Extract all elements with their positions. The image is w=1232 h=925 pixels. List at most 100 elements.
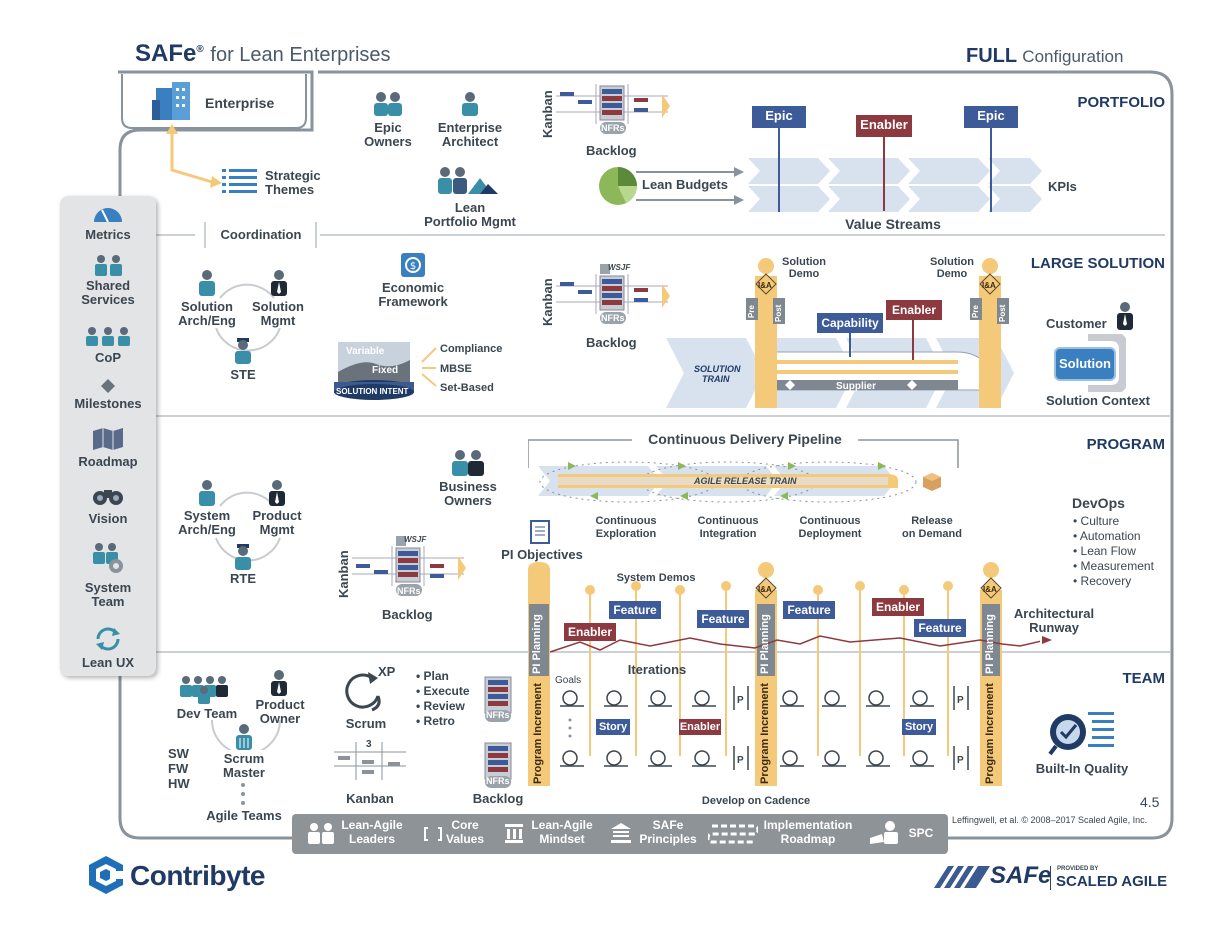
roadmap-icon (708, 824, 758, 844)
config-title: FULL Configuration (966, 45, 1123, 68)
principles-icon (611, 823, 631, 843)
solution-arch-icon (199, 270, 215, 296)
kpis-label: KPIs (1048, 179, 1077, 194)
value-streams-chevrons (748, 158, 1042, 212)
pi-ia-icon-mid (755, 562, 777, 599)
cycle-icon (96, 627, 120, 651)
sidebar-vision[interactable]: Vision (88, 511, 128, 526)
runway-arrowhead (1042, 636, 1052, 644)
value-streams-label: Value Streams (845, 216, 941, 232)
epic-owners-label: Epic Owners (364, 120, 412, 149)
ls-kanban-board (556, 264, 670, 324)
solution-intent-label: SOLUTION INTENT (336, 387, 409, 396)
epic-flag-2: Epic (964, 106, 1018, 128)
develop-on-cadence-label: Develop on Cadence (701, 795, 811, 807)
post-right-label: Post (998, 304, 1007, 322)
core-values-icon (424, 827, 442, 841)
fixed-label: Fixed (372, 365, 399, 376)
enterprise-architect-label: Enterprise Architect (437, 120, 503, 149)
epic-line-1 (778, 128, 780, 212)
ls-ia-right-label: I&A (982, 281, 996, 290)
gauge-icon (94, 208, 122, 222)
post-left-label: Post (774, 304, 783, 322)
feature-3: Feature (783, 601, 835, 619)
iterations-label: Iterations (627, 662, 687, 677)
post-badge-right (997, 298, 1009, 324)
business-owners-icon (452, 450, 484, 476)
ls-wsjf-label: WSJF (608, 263, 631, 272)
team-nfrs-1: NFRs (486, 710, 510, 720)
portfolio-kanban-label: Kanban (540, 90, 555, 138)
program-kanban-board (352, 536, 466, 596)
team-nfrs-2: NFRs (486, 776, 510, 786)
version-label: 4.5 (1140, 794, 1160, 810)
solution-mgmt-icon (271, 270, 287, 296)
compliance-label: Compliance (440, 343, 503, 355)
list-icon (222, 169, 257, 193)
fw-label: FW (168, 761, 189, 776)
level-program: PROGRAM (1086, 436, 1165, 453)
program-enabler-2: Enabler (872, 598, 924, 616)
quality-icon (1048, 712, 1114, 756)
portfolio-backlog-label: Backlog (586, 143, 637, 158)
sidebar-lean-ux[interactable]: Lean UX (81, 655, 134, 670)
config-rest: Configuration (1022, 47, 1124, 66)
solution-box: Solution (1054, 347, 1116, 381)
enabler-line (883, 135, 885, 211)
team-kanban-number: 3 (366, 739, 372, 750)
team-backlog-icon-2 (484, 742, 512, 788)
copyright-label: Leffingwell, et al. © 2008–2017 Scaled A… (952, 815, 1148, 825)
level-portfolio: PORTFOLIO (1077, 94, 1166, 111)
sidebar-roadmap[interactable]: Roadmap (78, 454, 138, 469)
supplier-label: Supplier (836, 381, 877, 392)
mbse-label: MBSE (440, 363, 472, 375)
story-1: Story (596, 719, 630, 735)
rte-icon (235, 544, 251, 570)
devops-title: DevOps (1072, 495, 1125, 511)
sidebar-metrics[interactable]: Metrics (85, 227, 131, 242)
foundation-spc[interactable]: SPC (908, 826, 934, 840)
solution-context-shape (1088, 334, 1126, 392)
sidebar-milestones[interactable]: Milestones (74, 396, 142, 411)
ls-nfrs-label: NFRs (601, 313, 625, 323)
ste-icon (235, 338, 251, 364)
ls-ia-left-label: I&A (758, 281, 772, 290)
team-enabler: Enabler (679, 719, 721, 735)
goals-label: Goals (555, 675, 582, 686)
cdp-title: Continuous Delivery Pipeline (648, 431, 842, 447)
program-nfrs-label: NFRs (397, 586, 421, 596)
feature-4: Feature (914, 619, 966, 637)
svg-text:$: $ (410, 261, 416, 272)
strategic-themes-label: Strategic Themes (265, 168, 321, 197)
system-team-icon (93, 543, 123, 573)
sidebar-cop[interactable]: CoP (95, 350, 121, 365)
spc-icon (870, 821, 898, 844)
ellipsis-dots-icon (241, 783, 245, 805)
system-demos-label: System Demos (616, 572, 696, 584)
program-kanban-label: Kanban (336, 550, 351, 598)
pi-pillars (528, 562, 1040, 786)
reg-mark: ® (196, 44, 204, 55)
config-bold: FULL (966, 45, 1017, 67)
shared-services-icon (95, 255, 122, 276)
scrum-loop-icon (345, 672, 381, 712)
safe-title: SAFe® for Lean Enterprises (135, 40, 391, 68)
pi-planning-3: PI Planning (984, 614, 996, 674)
pre-badge-right (970, 298, 982, 320)
